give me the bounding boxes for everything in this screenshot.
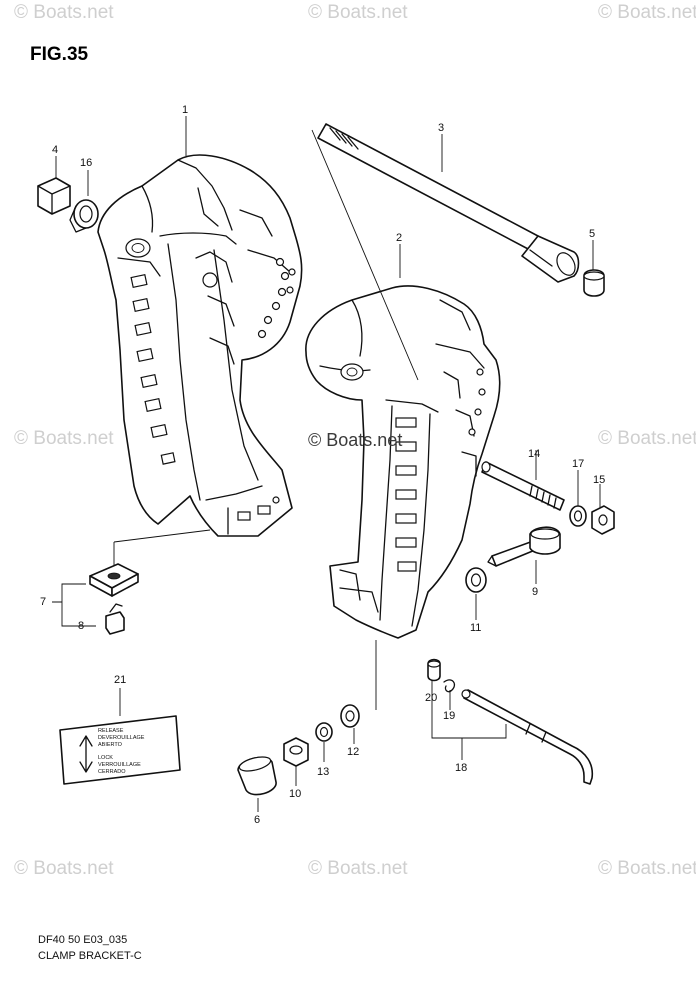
through-bolt <box>317 123 580 283</box>
callout-2: 2 <box>396 232 403 244</box>
cap <box>583 269 605 297</box>
callout-10: 10 <box>289 788 302 800</box>
plate-and-screw <box>89 563 139 635</box>
callout-13: 13 <box>317 766 330 778</box>
callout-16: 16 <box>80 157 93 169</box>
diagram-code: DF40 50 E03_035 <box>38 934 128 946</box>
callout-19: 19 <box>443 710 456 722</box>
callout-18: 18 <box>455 762 468 774</box>
stud-bolt <box>481 461 565 511</box>
nut-and-washer-right <box>569 505 615 535</box>
callout-3: 3 <box>438 122 445 134</box>
label-text-abierto: ABIERTO <box>98 742 122 748</box>
clamp-bracket-left <box>97 154 303 537</box>
caution-label-plate <box>59 715 181 785</box>
label-text-lock: LOCK <box>98 755 113 761</box>
center-watermark: © Boats.net <box>308 430 403 450</box>
callout-14: 14 <box>528 448 541 460</box>
label-text-cerrado: CERRADO <box>98 769 126 775</box>
cap-6 <box>237 756 277 796</box>
watermark: © Boats.net <box>308 858 408 879</box>
watermark: © Boats.net <box>598 428 696 449</box>
watermark: © Boats.net <box>598 858 696 879</box>
callout-9: 9 <box>532 586 539 598</box>
washer-13 <box>315 722 333 742</box>
callout-7: 7 <box>40 596 47 608</box>
washer-11 <box>465 567 487 593</box>
leader-lines <box>52 116 601 812</box>
nut-10 <box>283 737 309 767</box>
callout-8: 8 <box>78 620 85 632</box>
callout-21: 21 <box>114 674 127 686</box>
watermark: © Boats.net <box>14 428 114 449</box>
watermark: © Boats.net <box>308 2 408 23</box>
bolt-9 <box>487 526 561 567</box>
callout-4: 4 <box>52 144 59 156</box>
tilt-rod <box>461 689 594 785</box>
watermark: © Boats.net <box>598 2 696 23</box>
callout-17: 17 <box>572 458 585 470</box>
nut-and-washer-top <box>37 177 99 233</box>
washer-12 <box>340 704 360 728</box>
callout-20: 20 <box>425 692 438 704</box>
label-text-deverouillage: DEVEROUILLAGE <box>98 735 145 741</box>
callout-11: 11 <box>470 622 482 634</box>
watermark: © Boats.net <box>14 858 114 879</box>
callout-15: 15 <box>593 474 606 486</box>
callout-5: 5 <box>589 228 596 240</box>
clamp-bracket-right <box>305 285 501 639</box>
callout-12: 12 <box>347 746 360 758</box>
label-text-verrouillage: VERROUILLAGE <box>98 762 141 768</box>
watermark: © Boats.net <box>14 2 114 23</box>
figure-title: FIG.35 <box>30 44 89 65</box>
diagram-name: CLAMP BRACKET-C <box>38 950 142 962</box>
label-text-release: RELEASE <box>98 728 124 734</box>
callout-6: 6 <box>254 814 261 826</box>
callout-1: 1 <box>182 104 189 116</box>
snap-pin-and-clip <box>427 658 456 693</box>
